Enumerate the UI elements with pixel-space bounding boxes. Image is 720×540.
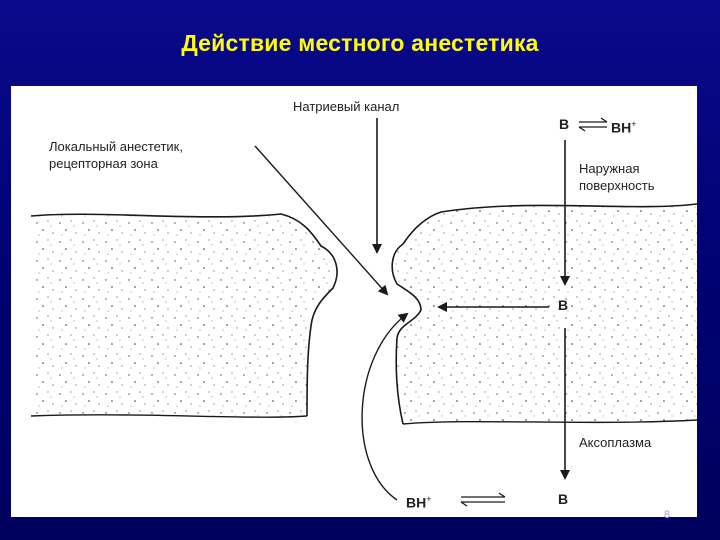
axoplasm-label: Аксоплазма [579, 434, 651, 451]
membrane-left-half [31, 214, 337, 417]
bottom-base-label: B [558, 491, 568, 508]
page-number: 8 [664, 509, 670, 521]
top-cation-text: BH [611, 120, 631, 136]
middle-base-label: B [558, 297, 568, 314]
bottom-cation-text: BH [406, 495, 426, 511]
slide-title: Действие местного анестетика [0, 30, 720, 57]
bottom-cation-label: BH+ [406, 491, 432, 512]
anesthetic-label-line2: рецепторная зона [49, 155, 158, 172]
anesthetic-label-line1: Локальный анестетик, [49, 138, 183, 155]
outer-surface-label-line2: поверхность [579, 177, 654, 194]
bottom-equilibrium-arrows [461, 493, 505, 506]
top-equilibrium-arrows [579, 118, 607, 131]
membrane-right-half [392, 204, 697, 424]
top-base-label: B [559, 116, 569, 133]
sodium-channel-label: Натриевый канал [293, 98, 399, 115]
bottom-cation-charge: + [426, 494, 431, 504]
top-cation-charge: + [631, 119, 636, 129]
top-cation-label: BH+ [611, 116, 637, 137]
anesthetic-diagram: Натриевый канал Локальный анестетик, рец… [11, 86, 697, 517]
outer-surface-label-line1: Наружная [579, 160, 640, 177]
